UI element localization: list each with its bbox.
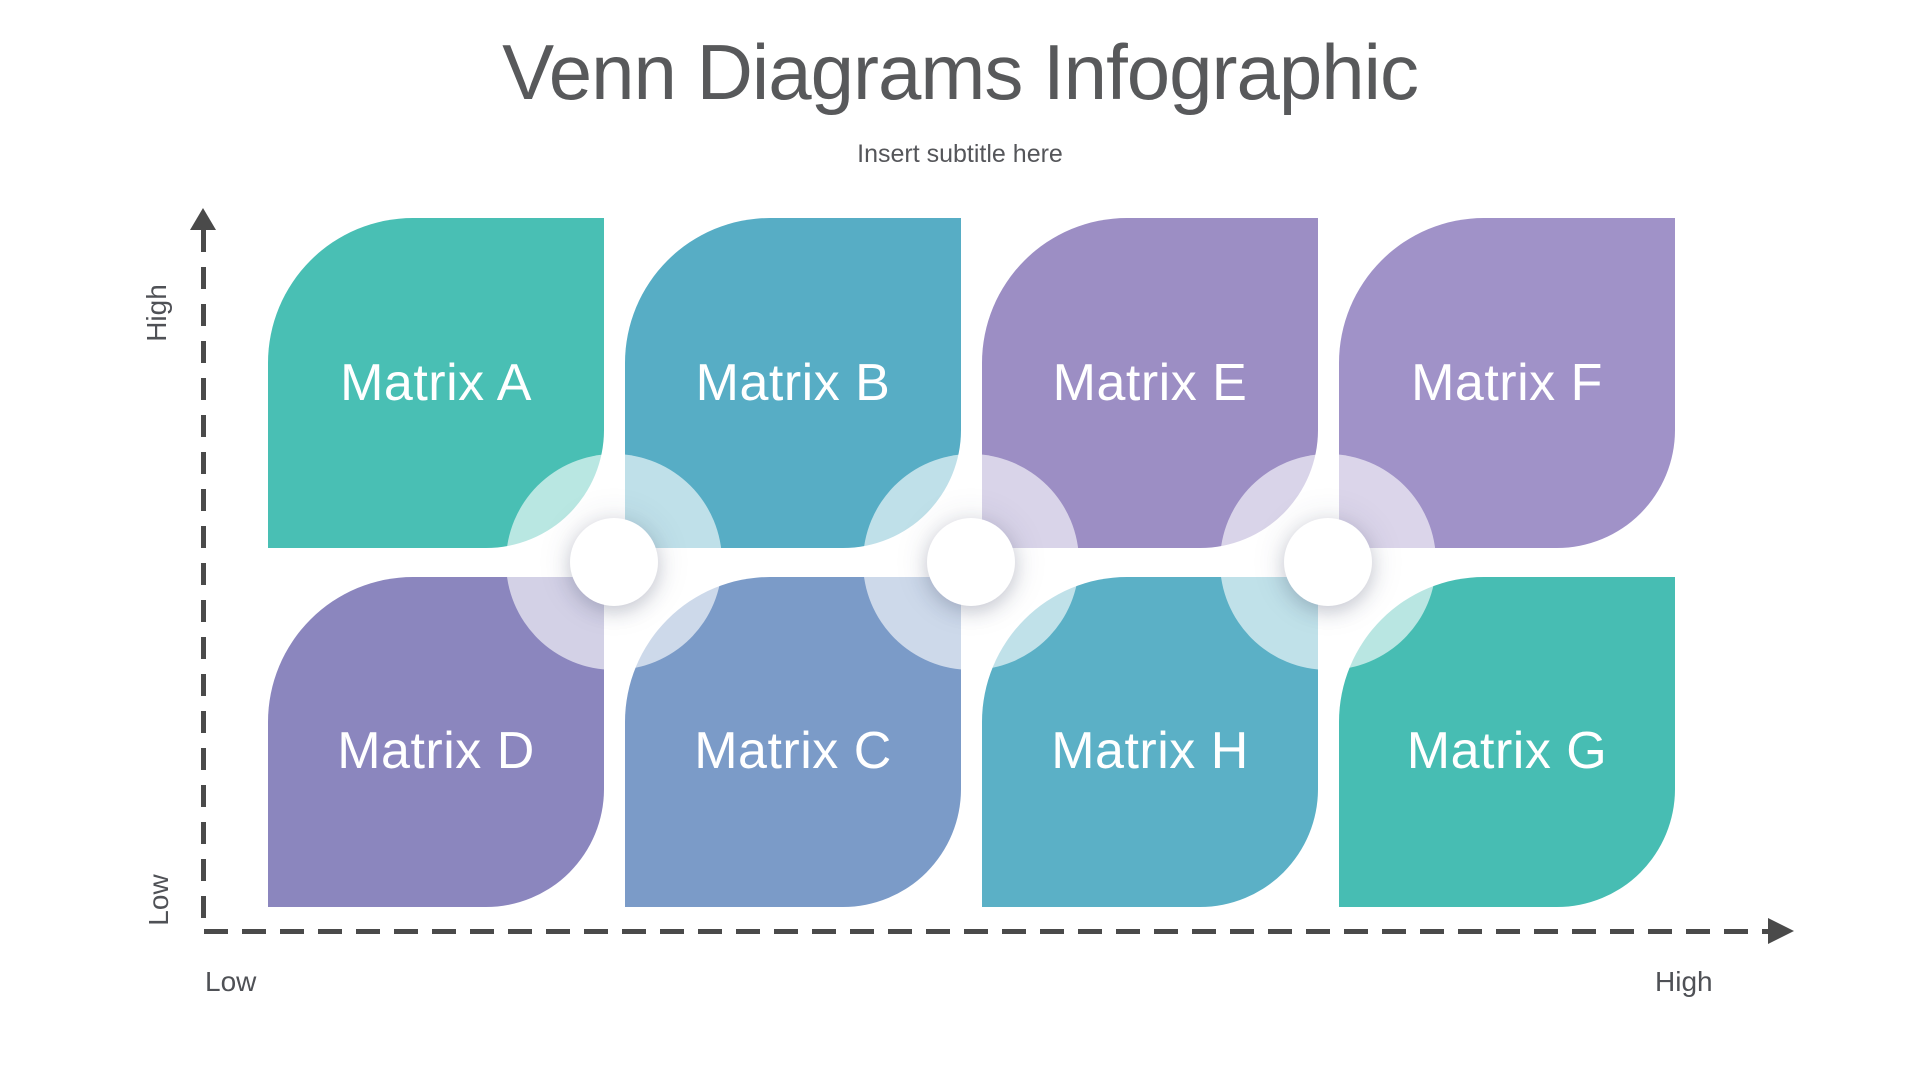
x-axis-label-high: High — [1655, 966, 1713, 997]
matrix-g-label: Matrix G — [1406, 722, 1608, 780]
junction-dot — [1284, 518, 1372, 606]
matrix-d-label: Matrix D — [337, 722, 535, 780]
matrix-e-label: Matrix E — [1052, 354, 1248, 412]
matrix-b-label: Matrix B — [695, 354, 891, 412]
matrix-f-label: Matrix F — [1411, 354, 1603, 412]
matrix-a-shape: Matrix A — [268, 218, 604, 548]
x-axis-label-low: Low — [205, 966, 257, 997]
matrix-h-label: Matrix H — [1051, 722, 1249, 780]
matrix-a-label: Matrix A — [340, 354, 532, 412]
matrix-c-label: Matrix C — [694, 722, 892, 780]
y-axis-arrow-icon — [190, 208, 216, 230]
x-axis-arrow-icon — [1768, 918, 1794, 944]
y-axis-label-low: Low — [143, 874, 174, 926]
y-axis-dashed-line — [201, 230, 206, 929]
junction-dot — [927, 518, 1015, 606]
junction-dot — [570, 518, 658, 606]
x-axis-dashed-line — [204, 929, 1768, 934]
page-title: Venn Diagrams Infographic — [502, 28, 1419, 116]
page-subtitle: Insert subtitle here — [857, 140, 1063, 168]
y-axis-label-high: High — [141, 284, 172, 342]
